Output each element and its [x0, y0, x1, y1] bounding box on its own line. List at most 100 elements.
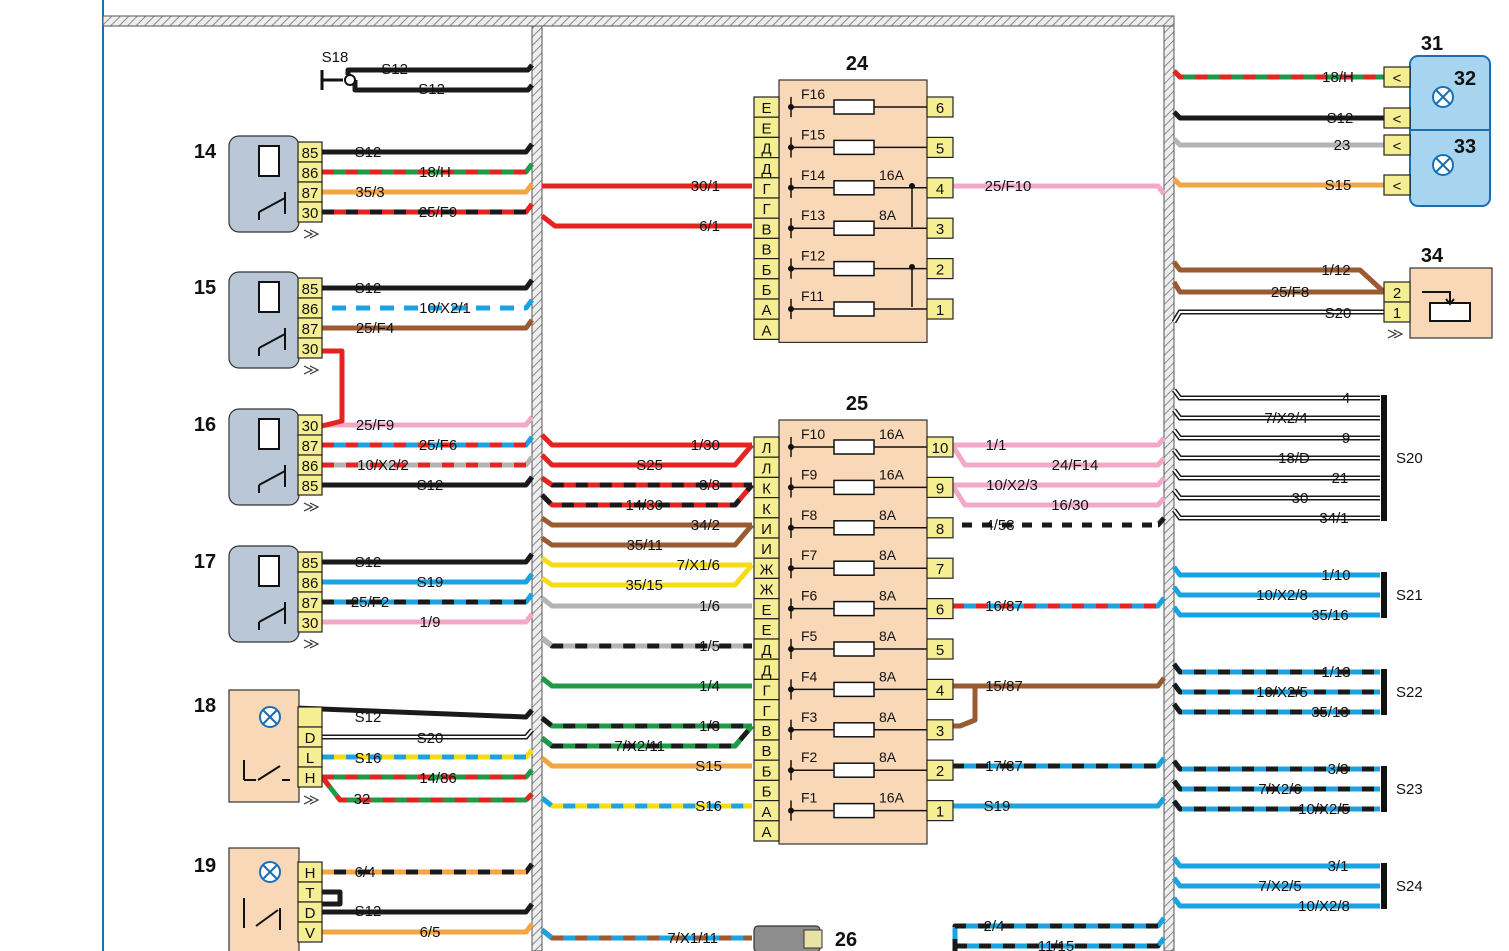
wire [322, 922, 534, 935]
label-bus_s20-4: 21 [1332, 470, 1349, 487]
label-s18-b: S12 [418, 81, 445, 98]
wire-25-in-13 [540, 756, 752, 769]
wire-25-in-14-stripe [540, 796, 752, 809]
block-24-left-pin-label: Д [761, 141, 771, 158]
wire-bus_s20-4-core [1173, 469, 1380, 479]
wire-18-32-stripe [320, 775, 534, 803]
switch-19-lamp-icon-x2 [262, 864, 278, 880]
block-24-fuse-icon [833, 139, 875, 156]
block-25-node-icon [788, 565, 794, 572]
label-25-out-6: 15/87 [985, 678, 1023, 695]
wire-25-out-8 [952, 796, 1166, 809]
wire-34-s20 [1171, 309, 1384, 324]
label-31-0: 18/H [1322, 69, 1354, 86]
wire-relay-16-30 [322, 415, 534, 428]
label-bus_s20-0: 4 [1342, 390, 1350, 407]
lamp-33-number: 33 [1454, 136, 1476, 158]
block-25-fuse-icon [833, 641, 875, 657]
block-24-left-pin-label: В [761, 221, 771, 238]
block-24-node-icon [788, 265, 794, 272]
wire-relay-14-30-stripe [322, 202, 534, 215]
block-25-node-icon [788, 444, 794, 450]
bus_s24-name: S24 [1396, 878, 1423, 895]
wire-bus_s24-2 [1172, 896, 1380, 909]
wire-bus_s22-2-stripe [1172, 702, 1380, 715]
label-bus_s20-2: 9 [1342, 430, 1350, 447]
block-24-fuse-rating: 8A [879, 207, 897, 223]
label-19-d: S12 [355, 903, 382, 920]
block-25-fuse-name: F4 [801, 668, 818, 684]
relay-15-pin-30-label: 30 [302, 341, 319, 358]
block-24-right-pin-label: 6 [936, 100, 944, 117]
relay-17-number: 17 [194, 551, 216, 573]
wire-25-out-1 [949, 443, 1166, 468]
lamp-31-pin-0 [1383, 66, 1411, 88]
block-25-fuse-name: F1 [801, 790, 818, 806]
block-24-left-pin-label: А [761, 322, 771, 339]
wire-19-d [322, 902, 534, 915]
wire-25-in-5 [540, 523, 754, 548]
relay-14-contact-icon [258, 192, 286, 220]
wire-relay-16-87-stripe [322, 435, 534, 448]
label-19-h: 6/4 [355, 864, 376, 881]
harness-frame [102, 0, 1175, 951]
block-25-fuse-icon [833, 520, 875, 536]
wire-25-in-9-stripe [540, 636, 752, 649]
label-bus_s20-5: 30 [1292, 490, 1309, 507]
wire-relay-15-87 [322, 318, 534, 331]
relay-15-pin-87-label: 87 [302, 321, 319, 338]
sensor-34-arrow-icon [1422, 291, 1455, 306]
wire-34-s20-core [1173, 311, 1384, 323]
label-18-s20: S20 [417, 730, 444, 747]
block-24-right-pin-label: 4 [936, 181, 944, 198]
label-34-0: 1/12 [1321, 262, 1350, 279]
block-25-left-pin-label: Е [761, 602, 771, 619]
label-31-3: S15 [1325, 177, 1352, 194]
block-25-left-pin-label: Г [762, 703, 770, 720]
block-25-left-pin-label: А [761, 804, 771, 821]
wire-34-1-12 [1172, 260, 1386, 294]
label-19-v: 6/5 [420, 924, 441, 941]
wire-bus_s23-1-stripe [1172, 779, 1380, 792]
label-bottom-1: 2/4 [984, 918, 1005, 935]
component-layer [228, 55, 1493, 951]
wire-25-in-0 [540, 433, 752, 448]
label-bus_s21-0: 1/10 [1321, 567, 1350, 584]
wire-25-in-7 [540, 563, 754, 588]
block-25-left-pin-label: Ж [760, 561, 774, 578]
block-25-left-pin [753, 820, 780, 842]
wire-s18-a [345, 63, 534, 75]
label-34-2: S20 [1325, 305, 1352, 322]
switch-19-contact-icon [243, 898, 281, 930]
label-25-in-14: S16 [695, 798, 722, 815]
sensor-34-pin-2-label: 2 [1393, 285, 1401, 302]
label-25-in-3: 14/30 [625, 497, 663, 514]
lamp-31-pin-2-label: < [1393, 138, 1402, 155]
switch-18-lamp-icon-x2 [262, 709, 278, 725]
label-relay-15-86: 10/X2/1 [419, 300, 471, 317]
block-25-fuse-name: F10 [801, 426, 825, 442]
label-24-in-1: 30/1 [691, 178, 720, 195]
wire-25-in-1 [540, 443, 754, 468]
label-relay-17-86: S19 [417, 574, 444, 591]
block-25-left-pin-label: А [761, 824, 771, 841]
wire-bus_s24-1 [1172, 876, 1380, 889]
wire-bus_s22-0-stripe [1172, 662, 1380, 675]
wire-bus_s22-1-stripe [1172, 682, 1380, 695]
switch-19-pin-D-label: D [305, 905, 316, 922]
block-24-left-pin-label: Г [762, 201, 770, 218]
label-25-in-10: 1/4 [699, 678, 720, 695]
block-25-right-pin-label: 2 [936, 763, 944, 780]
label-relay-17-30: 1/9 [420, 614, 441, 631]
label-relay-14-85: S12 [355, 144, 382, 161]
block-24-right-pin [926, 217, 954, 239]
label-25-in-13: S15 [695, 758, 722, 775]
relay-15-pin-85-label: 85 [302, 281, 319, 298]
wire-18-s20-core [322, 729, 533, 738]
block-25-fuse-name: F7 [801, 547, 818, 563]
label-relay-17-85: S12 [355, 554, 382, 571]
relay-14-pin-86-label: 86 [302, 165, 319, 182]
sensor-34-pin-1 [1383, 301, 1411, 323]
block-25-node-icon [788, 807, 794, 814]
